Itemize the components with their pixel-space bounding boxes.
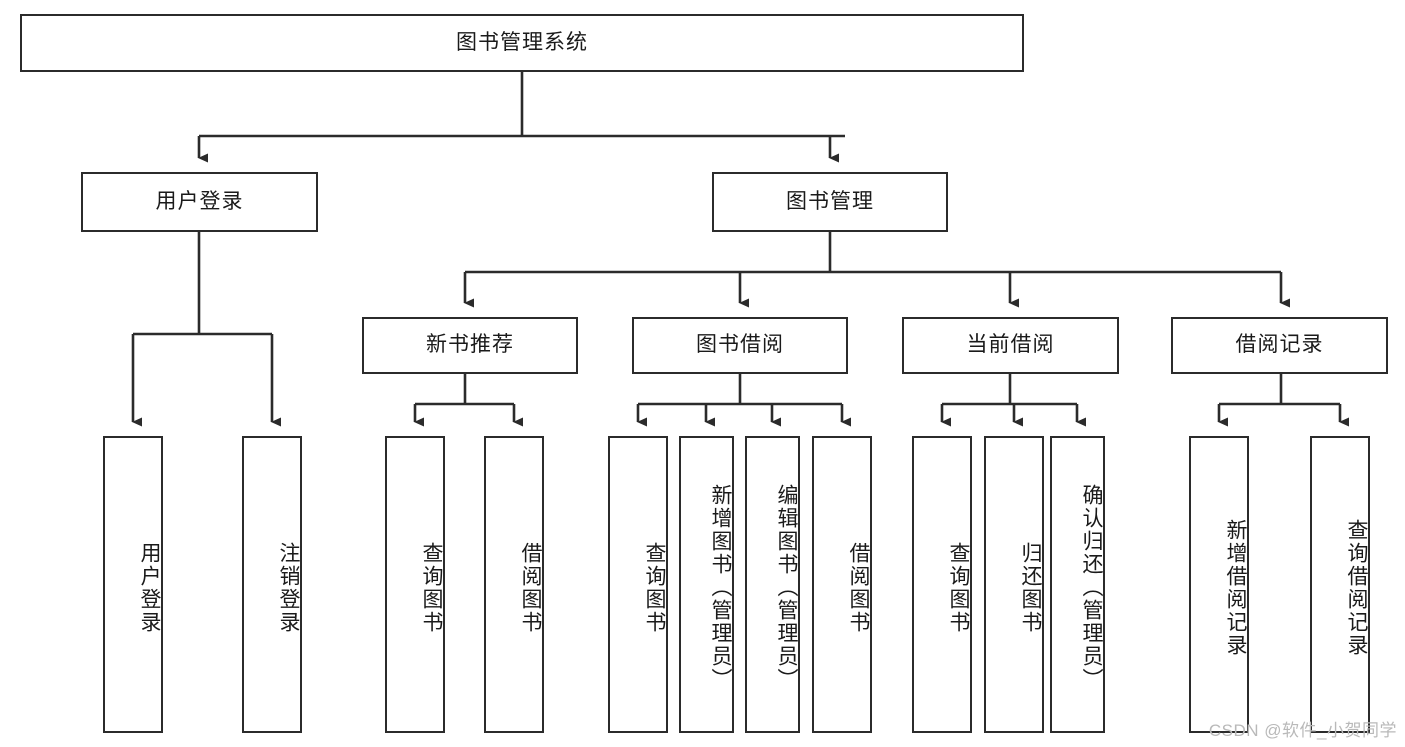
node-leaf-edit-book-label: 编辑图书（管理员） xyxy=(775,484,798,691)
node-leaf-borrow-book-2-label: 借阅图书 xyxy=(847,541,870,634)
node-root-label: 图书管理系统 xyxy=(456,30,588,54)
node-leaf-borrow-book-1[interactable]: 借阅图书 xyxy=(484,436,544,733)
node-leaf-logout-label: 注销登录 xyxy=(277,541,300,634)
node-borrow-record-label: 借阅记录 xyxy=(1235,333,1324,357)
node-leaf-confirm-return[interactable]: 确认归还（管理员） xyxy=(1050,436,1105,733)
node-leaf-add-record[interactable]: 新增借阅记录 xyxy=(1189,436,1249,733)
node-new-book-recommend-label: 新书推荐 xyxy=(426,333,514,357)
node-leaf-query-book-3[interactable]: 查询图书 xyxy=(912,436,972,733)
connector-new-book-recommend-to-leaves xyxy=(413,374,523,427)
node-leaf-query-book-3-label: 查询图书 xyxy=(947,541,970,634)
node-leaf-return-book-label: 归还图书 xyxy=(1019,541,1042,634)
node-leaf-query-book-2-label: 查询图书 xyxy=(643,541,666,634)
node-leaf-borrow-book-1-label: 借阅图书 xyxy=(519,541,542,634)
node-book-manage[interactable]: 图书管理 xyxy=(712,172,948,232)
node-leaf-query-book-1-label: 查询图书 xyxy=(420,541,443,634)
node-current-borrow[interactable]: 当前借阅 xyxy=(902,317,1119,374)
node-user-login[interactable]: 用户登录 xyxy=(81,172,318,232)
node-leaf-edit-book[interactable]: 编辑图书（管理员） xyxy=(745,436,800,733)
node-leaf-add-book[interactable]: 新增图书（管理员） xyxy=(679,436,734,733)
node-new-book-recommend[interactable]: 新书推荐 xyxy=(362,317,578,374)
node-leaf-logout[interactable]: 注销登录 xyxy=(242,436,302,733)
node-leaf-confirm-return-label: 确认归还（管理员） xyxy=(1080,484,1103,691)
connector-user-login-to-leaves xyxy=(131,232,281,427)
node-leaf-query-record-label: 查询借阅记录 xyxy=(1345,518,1368,657)
node-book-borrow[interactable]: 图书借阅 xyxy=(632,317,848,374)
node-book-borrow-label: 图书借阅 xyxy=(696,333,784,357)
node-leaf-add-book-label: 新增图书（管理员） xyxy=(709,484,732,691)
node-leaf-query-book-1[interactable]: 查询图书 xyxy=(385,436,445,733)
node-leaf-query-record[interactable]: 查询借阅记录 xyxy=(1310,436,1370,733)
node-borrow-record[interactable]: 借阅记录 xyxy=(1171,317,1388,374)
node-leaf-query-book-2[interactable]: 查询图书 xyxy=(608,436,668,733)
connector-book-borrow-to-leaves xyxy=(636,374,851,427)
node-leaf-return-book[interactable]: 归还图书 xyxy=(984,436,1044,733)
node-leaf-user-login-label: 用户登录 xyxy=(138,541,161,634)
node-leaf-borrow-book-2[interactable]: 借阅图书 xyxy=(812,436,872,733)
connector-root-to-level2 xyxy=(197,72,845,163)
node-leaf-add-record-label: 新增借阅记录 xyxy=(1224,518,1247,657)
node-root[interactable]: 图书管理系统 xyxy=(20,14,1024,72)
connector-borrow-record-to-leaves xyxy=(1217,374,1349,427)
node-current-borrow-label: 当前借阅 xyxy=(966,333,1055,357)
connector-book-manage-to-level3 xyxy=(463,232,1290,308)
node-book-manage-label: 图书管理 xyxy=(786,189,874,213)
node-leaf-user-login[interactable]: 用户登录 xyxy=(103,436,163,733)
connector-current-borrow-to-leaves xyxy=(940,374,1086,427)
node-user-login-label: 用户登录 xyxy=(155,189,244,213)
